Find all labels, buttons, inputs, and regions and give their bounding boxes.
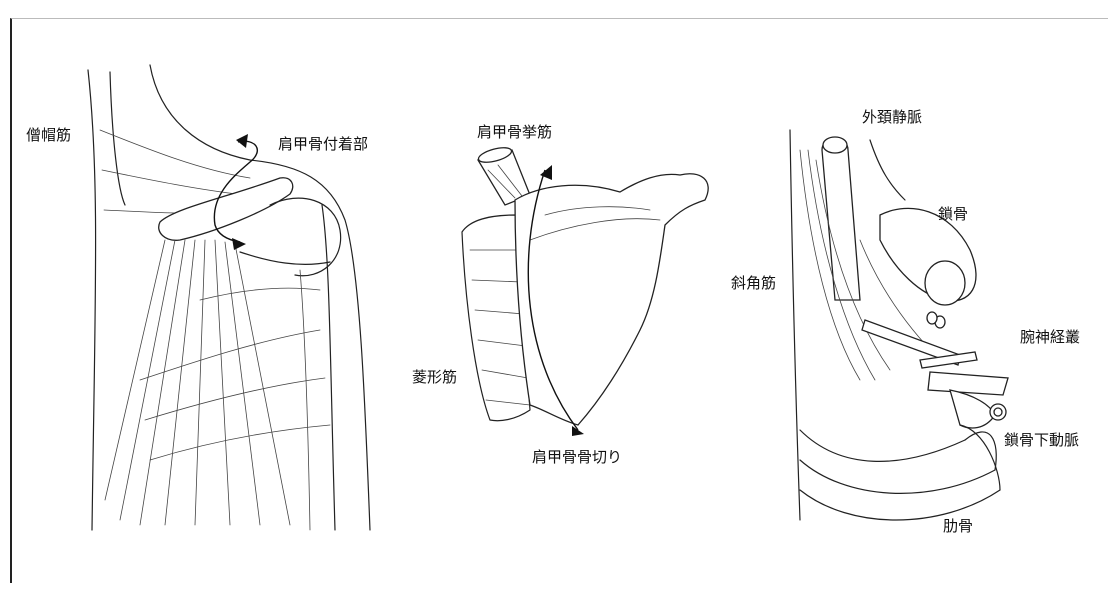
label-scapula-attachment: 肩甲骨付着部 <box>278 137 368 152</box>
label-clavicle: 鎖骨 <box>938 207 968 222</box>
label-scalene: 斜角筋 <box>731 276 776 291</box>
label-brachial-plexus: 腕神経叢 <box>1020 330 1080 345</box>
label-subclavian-artery: 鎖骨下動脈 <box>1004 433 1079 448</box>
right-thoracic-outlet-drawing <box>790 130 1008 520</box>
label-trapezius: 僧帽筋 <box>26 128 71 143</box>
label-rhomboid: 菱形筋 <box>412 370 457 385</box>
label-scapula-osteotomy: 肩甲骨骨切り <box>532 450 622 465</box>
label-levator-scapulae: 肩甲骨挙筋 <box>477 125 552 140</box>
label-external-jugular-vein: 外頚静脈 <box>862 110 922 125</box>
middle-scapula-drawing <box>462 145 708 436</box>
label-rib: 肋骨 <box>943 519 973 534</box>
